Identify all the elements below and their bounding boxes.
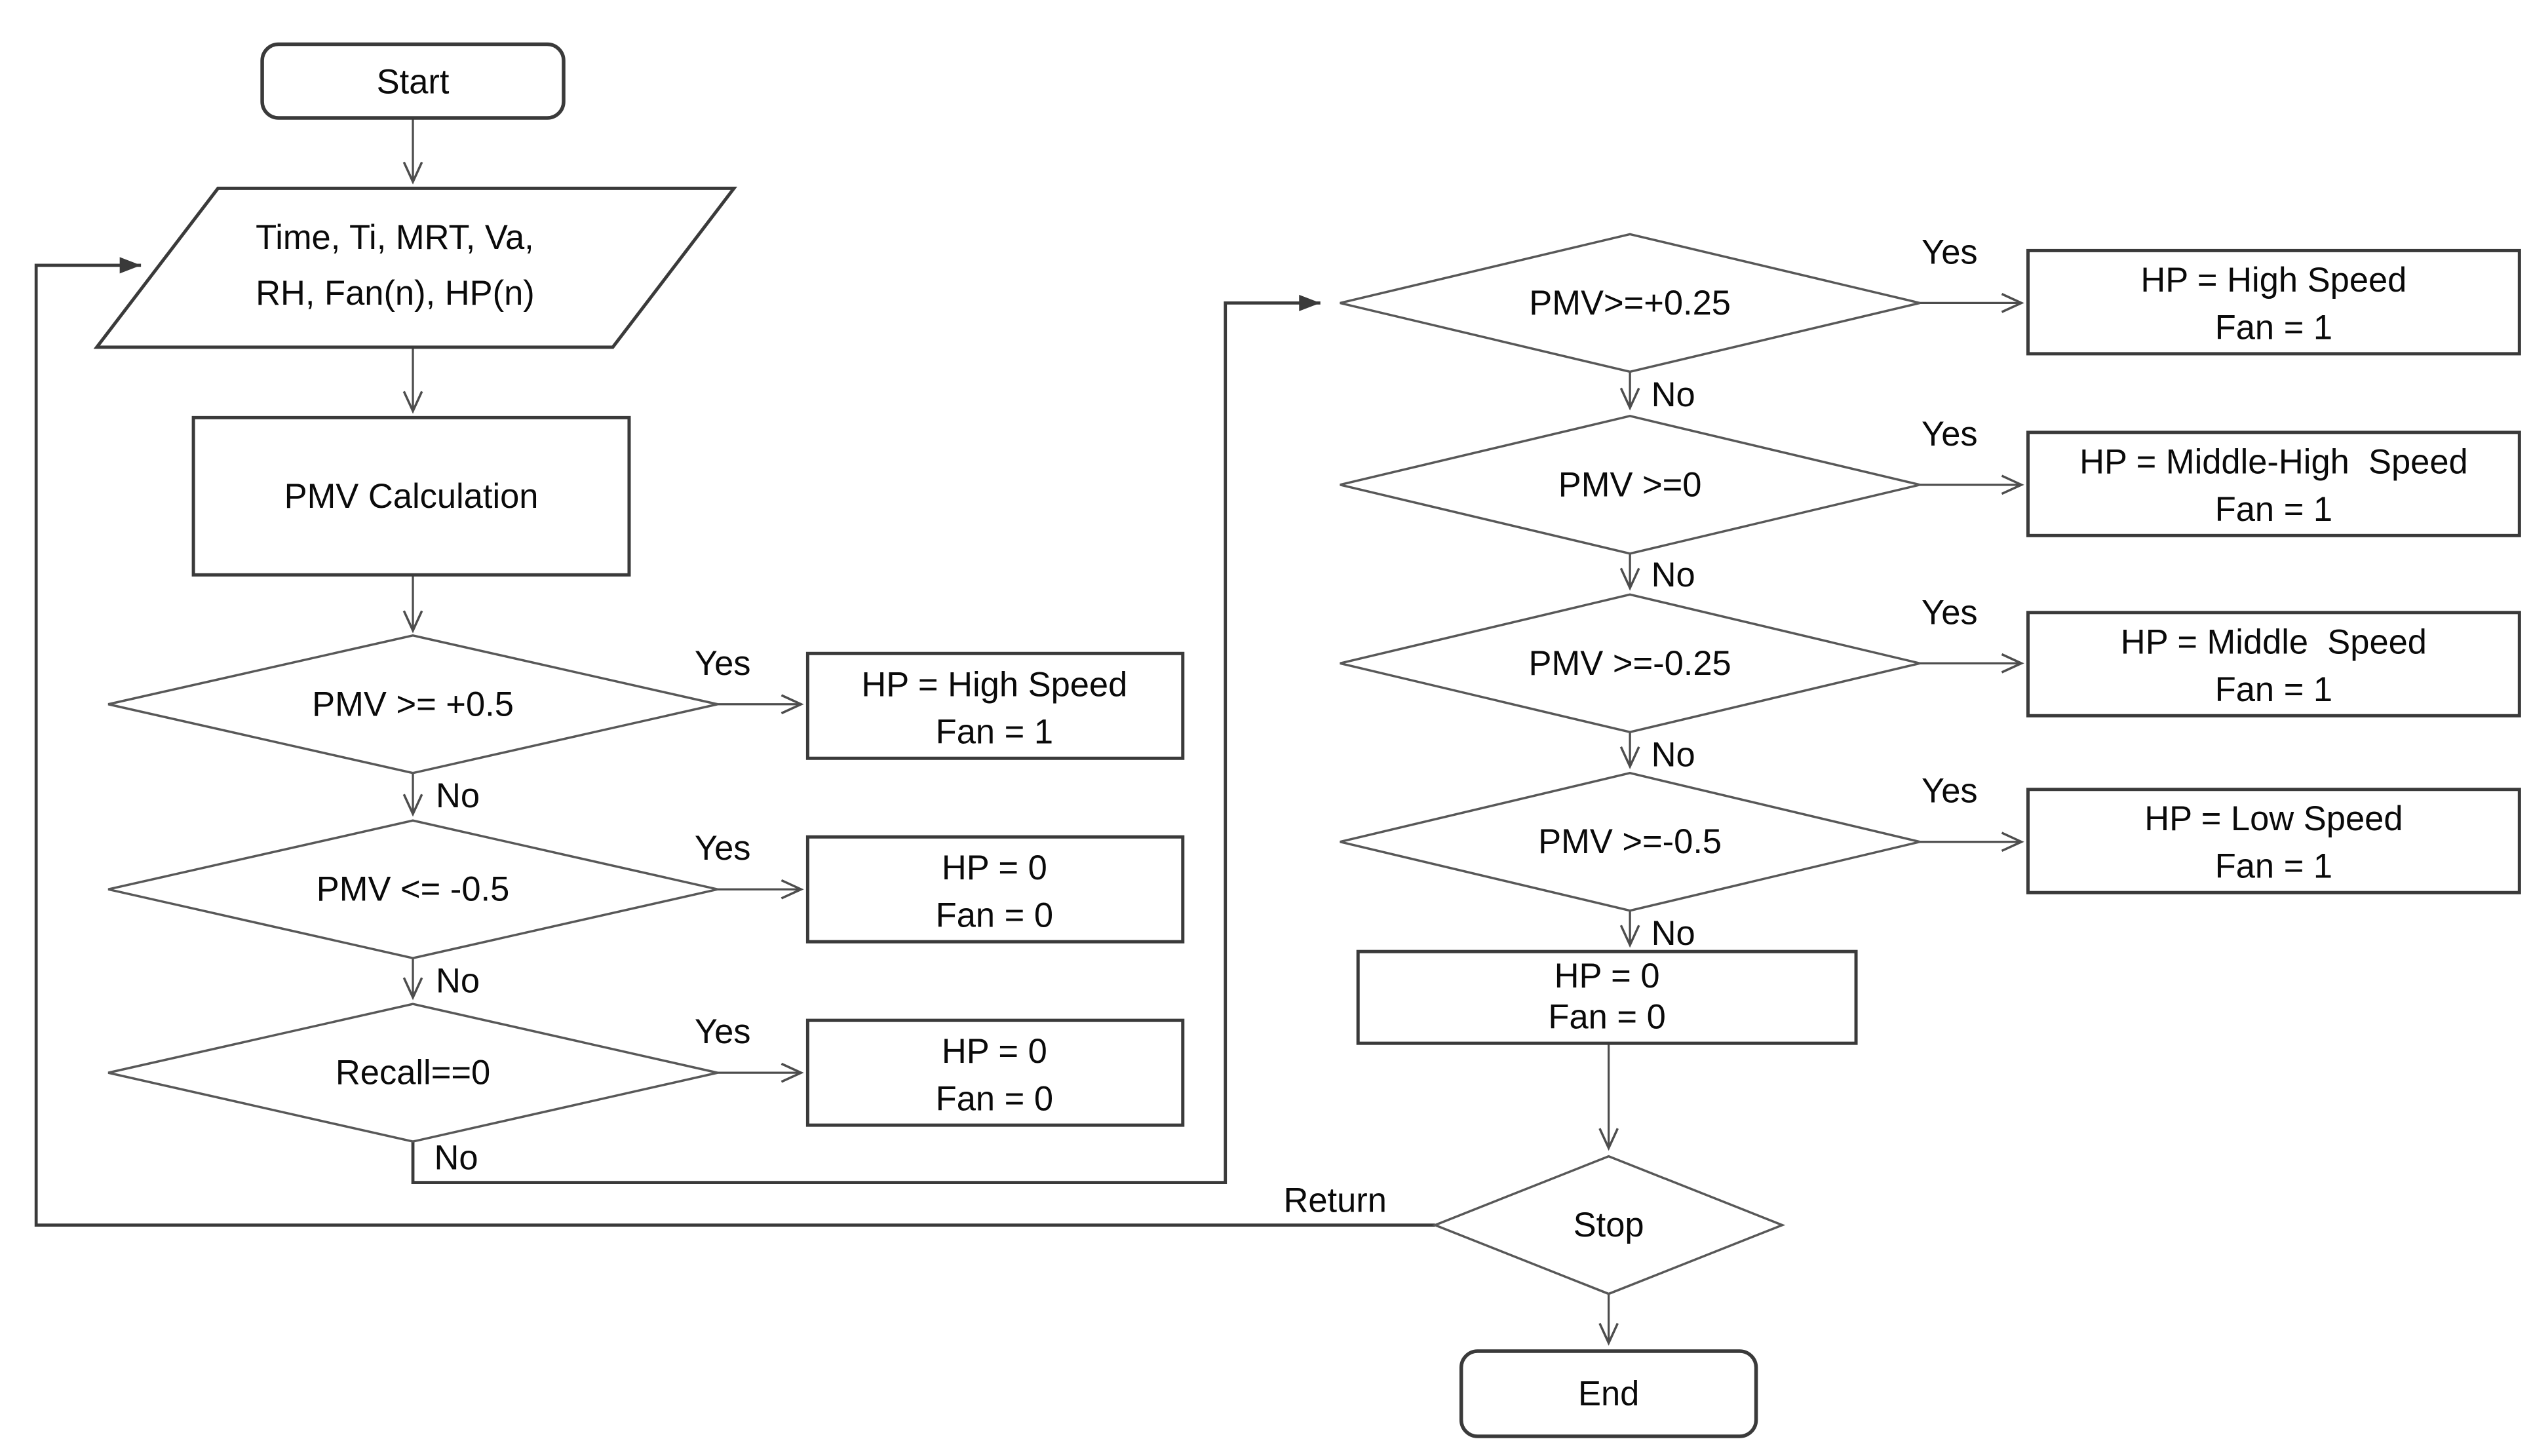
decision-pmv-ge-0-node — [1340, 415, 1920, 555]
decision-pmv-ge-0-label: PMV >=0 — [1558, 465, 1702, 504]
decision-pmv-ge-minus025-node — [1340, 593, 1920, 734]
no-label-r2: No — [1652, 556, 1695, 594]
edge-return-loop — [34, 257, 1435, 1227]
decision-recall-node — [107, 1003, 718, 1143]
stop-node — [1431, 1155, 1786, 1295]
decision-pmv-ge-plus05-label: PMV >= +0.5 — [312, 685, 514, 723]
decision-pmv-ge-minus05-node — [1340, 771, 1920, 912]
action-off-3-node — [1356, 949, 1858, 1045]
action-middle-speed-node — [2026, 611, 2521, 718]
decision-pmv-le-minus05-label: PMV <= -0.5 — [317, 870, 510, 909]
action-middle-speed-line1: HP = Middle Speed — [2121, 623, 2427, 661]
action-off-2-line1: HP = 0 — [942, 1032, 1047, 1071]
action-low-speed-line2: Fan = 1 — [2215, 847, 2332, 886]
action-middle-high-speed-line1: HP = Middle-High Speed — [2079, 442, 2468, 481]
decision-pmv-ge-minus025-label: PMV >=-0.25 — [1529, 644, 1731, 683]
return-label: Return — [1283, 1181, 1386, 1220]
yes-label-r2: Yes — [1922, 415, 1978, 453]
action-off-1-node — [805, 835, 1185, 944]
start-label: Start — [377, 62, 450, 101]
flow-edges — [34, 117, 2024, 1346]
no-label-d1: No — [436, 776, 480, 815]
decision-pmv-ge-plus05-node — [107, 634, 718, 775]
action-high-speed-right-line2: Fan = 1 — [2215, 308, 2332, 347]
action-off-1-line1: HP = 0 — [942, 849, 1047, 887]
flow-nodes: Start Time, Ti, MRT, Va, RH, Fan(n), HP(… — [93, 42, 2521, 1438]
start-node — [260, 42, 566, 120]
action-off-2-node — [805, 1018, 1185, 1127]
no-label-d2: No — [436, 962, 480, 1001]
edge-labels: Yes No Yes No Yes No Yes No Yes No Yes N… — [435, 233, 1978, 1219]
edge-d3-no-loop — [411, 294, 1321, 1184]
yes-label-d2: Yes — [695, 829, 751, 868]
yes-label-d3: Yes — [695, 1012, 751, 1051]
action-middle-speed-line2: Fan = 1 — [2215, 670, 2332, 709]
stop-label: Stop — [1574, 1206, 1644, 1244]
action-middle-high-speed-node — [2026, 431, 2521, 537]
action-high-speed-right-node — [2026, 248, 2521, 356]
yes-label-r1: Yes — [1922, 233, 1978, 271]
action-low-speed-line1: HP = Low Speed — [2144, 799, 2403, 838]
input-label-line1: Time, Ti, MRT, Va, — [256, 218, 534, 257]
no-label-d3: No — [435, 1139, 478, 1178]
no-label-r4: No — [1652, 914, 1695, 953]
end-node — [1459, 1349, 1758, 1438]
action-low-speed-node — [2026, 788, 2521, 894]
action-high-speed-left-line1: HP = High Speed — [861, 665, 1127, 704]
action-off-3-line1: HP = 0 — [1555, 957, 1660, 995]
yes-label-r3: Yes — [1922, 593, 1978, 632]
yes-label-d1: Yes — [695, 644, 751, 683]
action-off-3-line2: Fan = 0 — [1548, 998, 1665, 1037]
action-middle-high-speed-line2: Fan = 1 — [2215, 490, 2332, 529]
pmv-calculation-label: PMV Calculation — [284, 477, 539, 516]
action-high-speed-left-line2: Fan = 1 — [936, 713, 1053, 752]
action-high-speed-right-line1: HP = High Speed — [2140, 261, 2406, 299]
action-off-1-line2: Fan = 0 — [936, 896, 1053, 935]
input-node — [93, 186, 737, 349]
input-label-line2: RH, Fan(n), HP(n) — [256, 274, 535, 313]
decision-pmv-ge-plus025-label: PMV>=+0.25 — [1529, 284, 1731, 322]
pmv-calculation-node — [191, 415, 631, 577]
no-label-r1: No — [1652, 375, 1695, 414]
decision-pmv-ge-plus025-node — [1340, 233, 1920, 374]
yes-label-r4: Yes — [1922, 772, 1978, 811]
decision-pmv-le-minus05-node — [107, 819, 718, 959]
action-high-speed-left-node — [805, 651, 1185, 760]
no-label-r3: No — [1652, 736, 1695, 775]
decision-recall-label: Recall==0 — [336, 1054, 490, 1092]
decision-pmv-ge-minus05-label: PMV >=-0.5 — [1538, 822, 1722, 861]
action-off-2-line2: Fan = 0 — [936, 1080, 1053, 1119]
end-label: End — [1578, 1375, 1639, 1413]
